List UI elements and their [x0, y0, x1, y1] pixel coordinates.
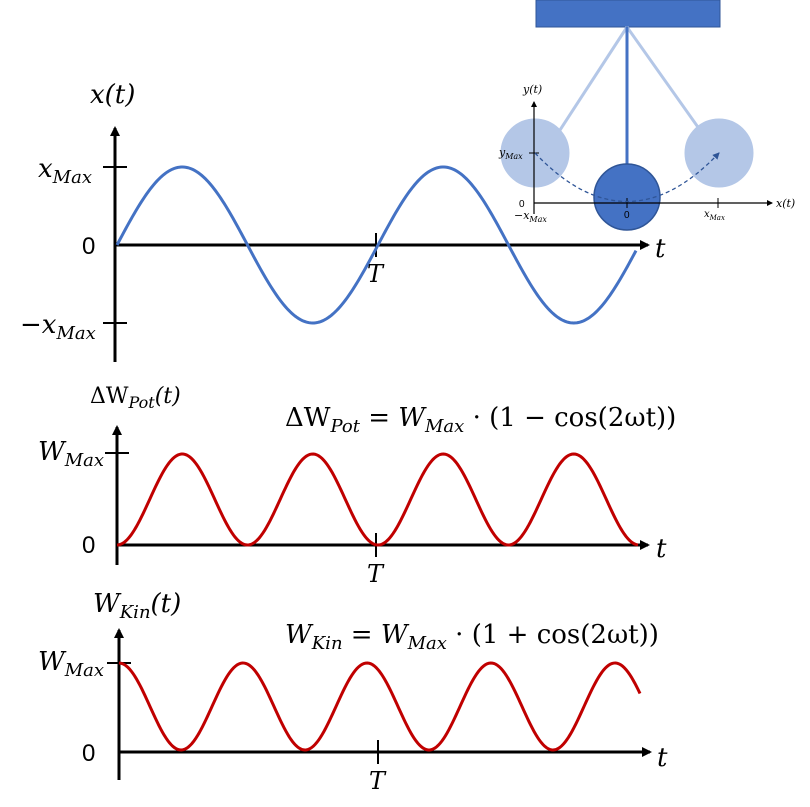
pendulum-string-right [625, 26, 702, 131]
potential-formula: ΔWPot = WMax · (1 − cos(2ωt)) [285, 403, 676, 437]
displacement-graph: x(t) xMax 0 −xMax t T [20, 80, 666, 362]
potential-period-label: T [367, 560, 385, 588]
kinetic-y-label: WKin(t) [93, 589, 181, 623]
potential-zero-label: 0 [82, 532, 95, 559]
pendulum-x-label: x(t) [776, 197, 795, 210]
displacement-y-label: x(t) [90, 80, 135, 110]
pendulum-neg-xmax-label: −xMax [514, 209, 547, 224]
displacement-period-label: T [367, 260, 385, 288]
pendulum-trajectory [534, 152, 720, 203]
kinetic-time-label: t [657, 743, 668, 773]
kinetic-zero-label: 0 [82, 740, 95, 767]
kinetic-max-label: WMax [38, 647, 104, 681]
pendulum-y-label: y(t) [522, 83, 542, 96]
kinetic-formula: WKin = WMax · (1 + cos(2ωt)) [285, 620, 659, 654]
displacement-max-label: xMax [38, 154, 92, 188]
kinetic-period-label: T [369, 767, 387, 795]
potential-max-label: WMax [38, 437, 104, 471]
kinetic-energy-curve [118, 661, 642, 752]
potential-energy-curve [116, 452, 639, 547]
pendulum-mount [535, 0, 721, 28]
potential-time-label: t [656, 534, 667, 564]
pendulum-xmax-label: xMax [704, 209, 725, 222]
displacement-min-label: −xMax [20, 310, 96, 344]
pendulum-ymax-label: yMax [498, 146, 523, 161]
displacement-zero-label: 0 [82, 233, 95, 260]
pendulum-bob-center [593, 163, 661, 231]
displacement-curve [115, 165, 638, 325]
potential-y-label: ΔWPot(t) [90, 384, 181, 412]
pendulum-center-zero-label: 0 [624, 210, 630, 221]
pendulum-illustration: y(t) yMax 0 −xMax 0 xMax x(t) [498, 0, 795, 231]
potential-energy-graph: ΔWPot(t) WMax 0 t T ΔWPot = WMax · (1 − … [38, 384, 676, 588]
pendulum-string-left [558, 26, 629, 131]
pendulum-zero-left-label: 0 [519, 199, 525, 210]
displacement-time-label: t [655, 234, 666, 264]
kinetic-energy-graph: WKin(t) WMax 0 t T WKin = WMax · (1 + co… [38, 589, 668, 795]
